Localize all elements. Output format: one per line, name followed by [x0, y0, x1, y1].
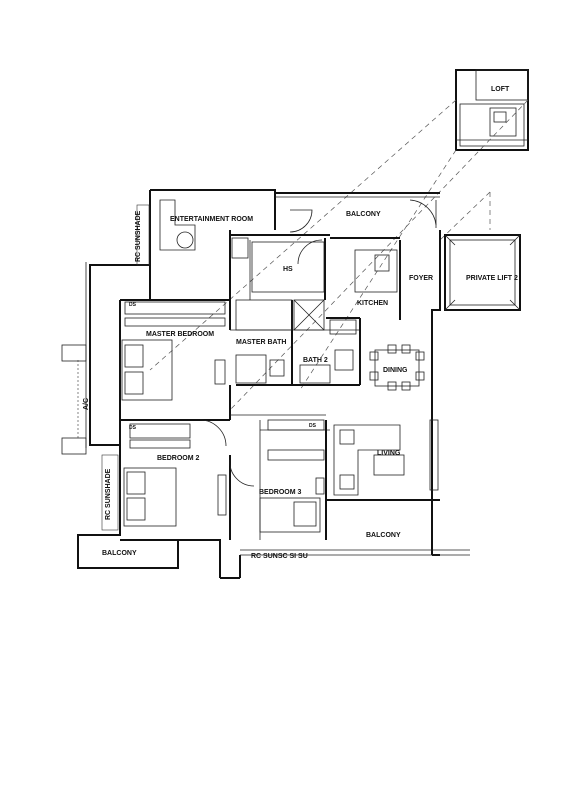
label-ac: A/C: [83, 398, 90, 410]
furniture: [121, 199, 439, 533]
label-loft: LOFT: [491, 86, 510, 93]
label-balcony-top: BALCONY: [346, 211, 381, 218]
label-dining: DINING: [383, 367, 408, 374]
loft-outline: [455, 69, 529, 151]
entertainment-sofa: [159, 199, 196, 251]
label-bedroom2: BEDROOM 2: [157, 455, 200, 462]
master-bath-tub: [235, 354, 267, 384]
master-wardrobe: [124, 301, 226, 315]
loft-bed: [489, 107, 517, 137]
label-balcony-left: BALCONY: [102, 550, 137, 557]
master-bed: [121, 339, 173, 401]
kitchen-sink: [374, 254, 390, 272]
private-lift: [444, 234, 521, 311]
label-master-bedroom: MASTER BEDROOM: [146, 331, 214, 338]
dining-table: [374, 349, 420, 387]
doors: [199, 199, 437, 487]
label-living: LIVING: [377, 450, 401, 457]
coffee-table: [373, 454, 405, 476]
label-rc-sunshade-top: RC SUNSHADE: [135, 210, 142, 262]
label-ds-3: DS: [309, 423, 317, 429]
room-labels: LOFT ENTERTAINMENT ROOM BALCONY HS KITCH…: [83, 86, 518, 560]
ledges: [101, 204, 150, 531]
label-entertainment-room: ENTERTAINMENT ROOM: [170, 216, 253, 223]
bedroom2-wardrobe: [129, 423, 191, 439]
label-private-lift: PRIVATE LIFT 2: [466, 275, 518, 282]
label-rc-sunshade-bottom: RC SUNSC SI SU: [251, 553, 308, 560]
label-ds-1: DS: [129, 302, 137, 308]
bedroom2-bed: [123, 467, 177, 527]
projection-lines: [149, 99, 529, 411]
label-rc-sunshade-left: RC SUNSHADE: [105, 468, 112, 520]
loft-block: [455, 69, 529, 151]
living-sofa: [333, 424, 401, 496]
label-bath2: BATH 2: [303, 357, 328, 364]
label-foyer: FOYER: [409, 275, 433, 282]
outer-walls: [61, 189, 470, 579]
bedroom3-wardrobe: [267, 449, 325, 461]
label-kitchen: KITCHEN: [357, 300, 388, 307]
label-master-bath: MASTER BATH: [236, 339, 286, 346]
label-balcony-right: BALCONY: [366, 532, 401, 539]
label-hs: HS: [283, 266, 293, 273]
label-bedroom3: BEDROOM 3: [259, 489, 302, 496]
bedroom3-bed: [259, 497, 321, 533]
label-ds-2: DS: [129, 425, 137, 431]
